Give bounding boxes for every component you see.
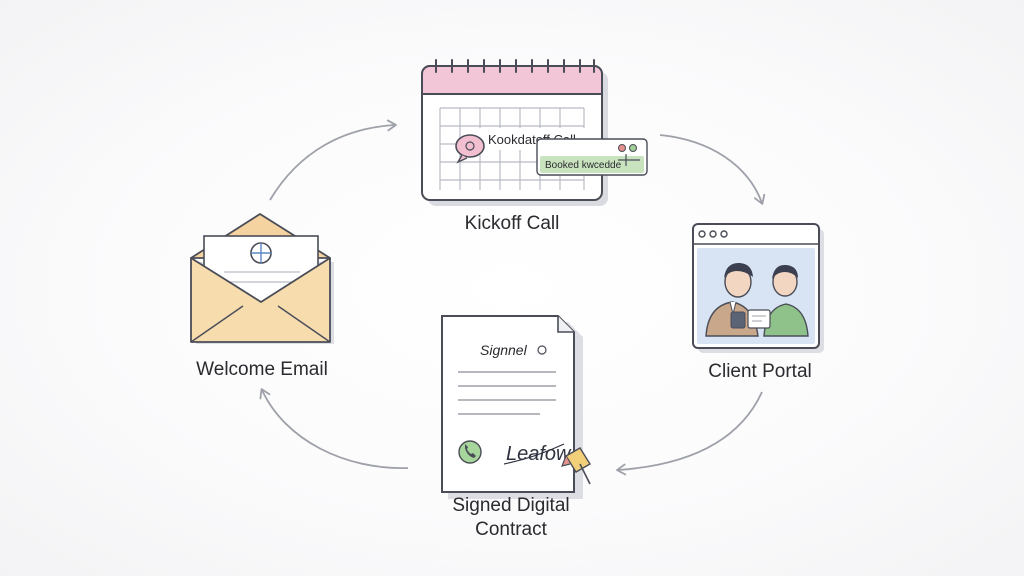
pen-icon — [561, 447, 591, 485]
arrow-portal-to-contract — [616, 391, 763, 476]
calendar-icon: Kookdatoff Call Booked kwcedde — [421, 59, 648, 206]
arrow-kickoff-to-portal — [659, 134, 766, 205]
document-title: Signnel — [480, 342, 528, 358]
step-label-line-2: Contract — [475, 519, 547, 540]
step-label-client-portal: Client Portal — [708, 361, 812, 382]
step-label-welcome-email: Welcome Email — [196, 359, 328, 380]
envelope-icon — [190, 213, 334, 344]
browser-window-icon — [692, 223, 824, 353]
booked-tag-label: Booked kwcedde — [545, 160, 622, 171]
phone-icon — [458, 440, 482, 464]
step-label-signed-digital-contract: Signed Digital Contract — [421, 494, 601, 542]
chat-bubble-icon — [455, 134, 485, 164]
email-logo — [250, 242, 272, 264]
document-icon: Signnel Leafow — [441, 315, 591, 499]
arrow-contract-to-email — [259, 388, 409, 469]
person-avatar-right — [747, 264, 809, 337]
step-label-kickoff-call: Kickoff Call — [464, 213, 560, 234]
checklist-icon — [618, 144, 640, 166]
step-label-line-1: Signed Digital — [452, 495, 570, 516]
arrow-email-to-kickoff — [269, 119, 397, 201]
